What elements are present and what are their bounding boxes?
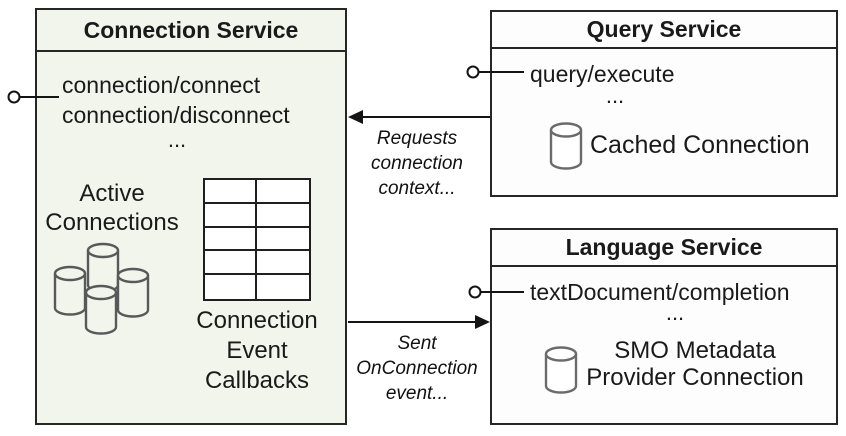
- query-service-box: Query Service query/execute ... Cached C…: [490, 10, 838, 197]
- arrow-sent-onconnection-icon: [348, 315, 490, 329]
- language-service-title: Language Service: [492, 230, 836, 267]
- table-cell: [257, 204, 309, 228]
- smo-metadata-database-icon: [544, 346, 578, 394]
- callbacks-table-icon: [203, 178, 311, 301]
- method-query-execute: query/execute: [530, 61, 675, 87]
- table-cell: [205, 227, 257, 252]
- table-cell: [257, 275, 309, 299]
- arrow-requests-context-icon: [348, 110, 490, 124]
- requests-connection-context-label: Requests connection context...: [371, 128, 463, 199]
- method-textdocument-completion: textDocument/completion: [530, 279, 790, 305]
- connection-methods-ellipsis: ...: [167, 127, 187, 152]
- language-methods-ellipsis: ...: [665, 300, 685, 325]
- query-methods-ellipsis: ...: [605, 83, 625, 108]
- cached-connection-label: Cached Connection: [590, 131, 810, 159]
- cached-connection-database-icon: [549, 122, 583, 170]
- cylinder-top: [86, 242, 120, 293]
- connection-service-box: Connection Service connection/connect co…: [35, 8, 347, 425]
- connection-service-title: Connection Service: [37, 10, 345, 52]
- table-cell: [205, 180, 257, 204]
- table-cell: [205, 203, 257, 228]
- connection-service-methods: connection/connect connection/disconnect: [62, 70, 290, 130]
- cylinder-bottom: [84, 284, 118, 335]
- cylinder-left: [53, 265, 87, 316]
- method-connection-connect: connection/connect: [62, 72, 261, 98]
- query-service-title: Query Service: [492, 12, 836, 49]
- active-connections-cylinders-icon: [53, 242, 150, 335]
- sent-onconnection-event-label: Sent OnConnection event...: [356, 333, 478, 404]
- smo-metadata-provider-label: SMO Metadata Provider Connection: [586, 337, 804, 391]
- table-cell: [257, 251, 309, 276]
- table-cell: [257, 228, 309, 252]
- method-connection-disconnect: connection/disconnect: [62, 102, 290, 128]
- cylinder-right: [116, 267, 150, 318]
- table-cell: [205, 251, 257, 276]
- table-cell: [257, 180, 309, 204]
- table-cell: [205, 275, 257, 299]
- active-connections-label: Active Connections: [45, 180, 179, 236]
- connection-event-callbacks-label: Connection Event Callbacks: [196, 307, 318, 394]
- language-service-box: Language Service textDocument/completion…: [490, 228, 838, 425]
